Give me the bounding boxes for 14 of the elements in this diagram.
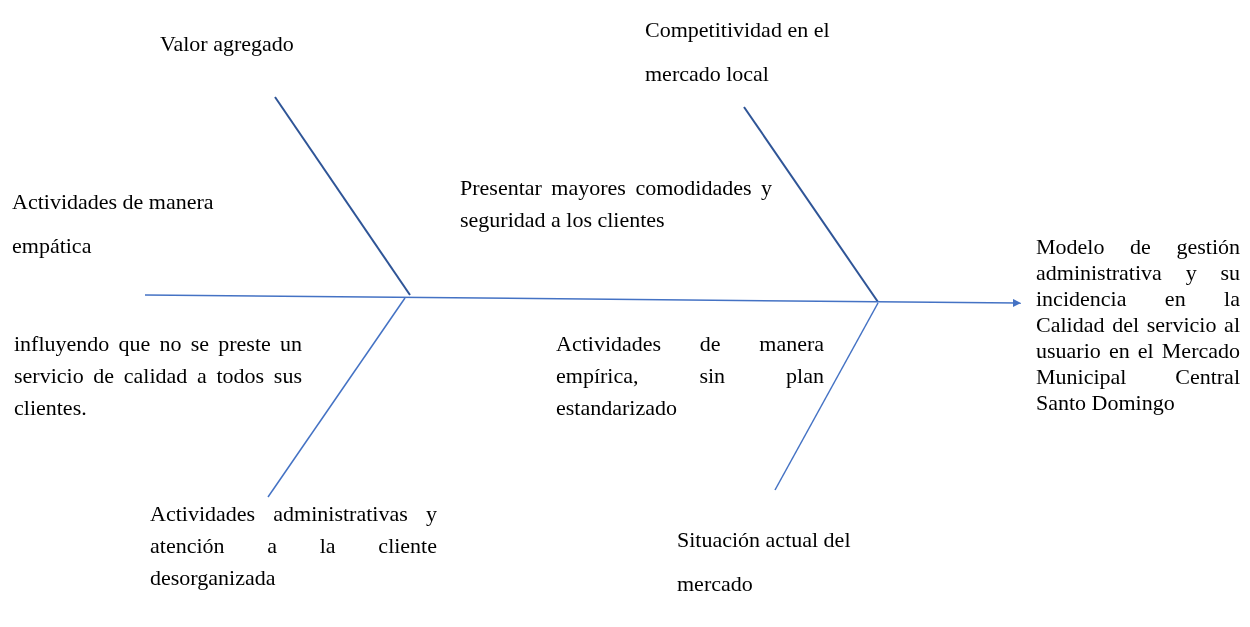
category-text: Actividades administrativas y atención a la cliente desorganizada [150, 498, 437, 594]
cause-text: Presentar mayores comodidades y seguridad a los clientes [460, 174, 772, 234]
category-text: Valor agregado [160, 28, 360, 60]
bone-line [267, 297, 406, 498]
bone-line [774, 302, 879, 491]
category-text: Situación actual del mercado [677, 518, 917, 606]
arrow [144, 294, 1022, 307]
bone-line [274, 96, 411, 296]
bone-line [743, 106, 879, 303]
cause-text: Actividades de manera empática [12, 188, 215, 260]
cause-text: Actividades de manera empírica, sin plan estandarizado [556, 330, 824, 422]
cause-text: influyendo que no se preste un servicio de calidad a todos sus clientes. [14, 330, 302, 422]
category-text: Competitividad en el mercado local [645, 8, 895, 96]
effect-text: Modelo de gestión administrativa y su incidencia en la Calidad del servicio al usuario en el Mercado Municipal Central Santo Domingo [1036, 234, 1240, 416]
